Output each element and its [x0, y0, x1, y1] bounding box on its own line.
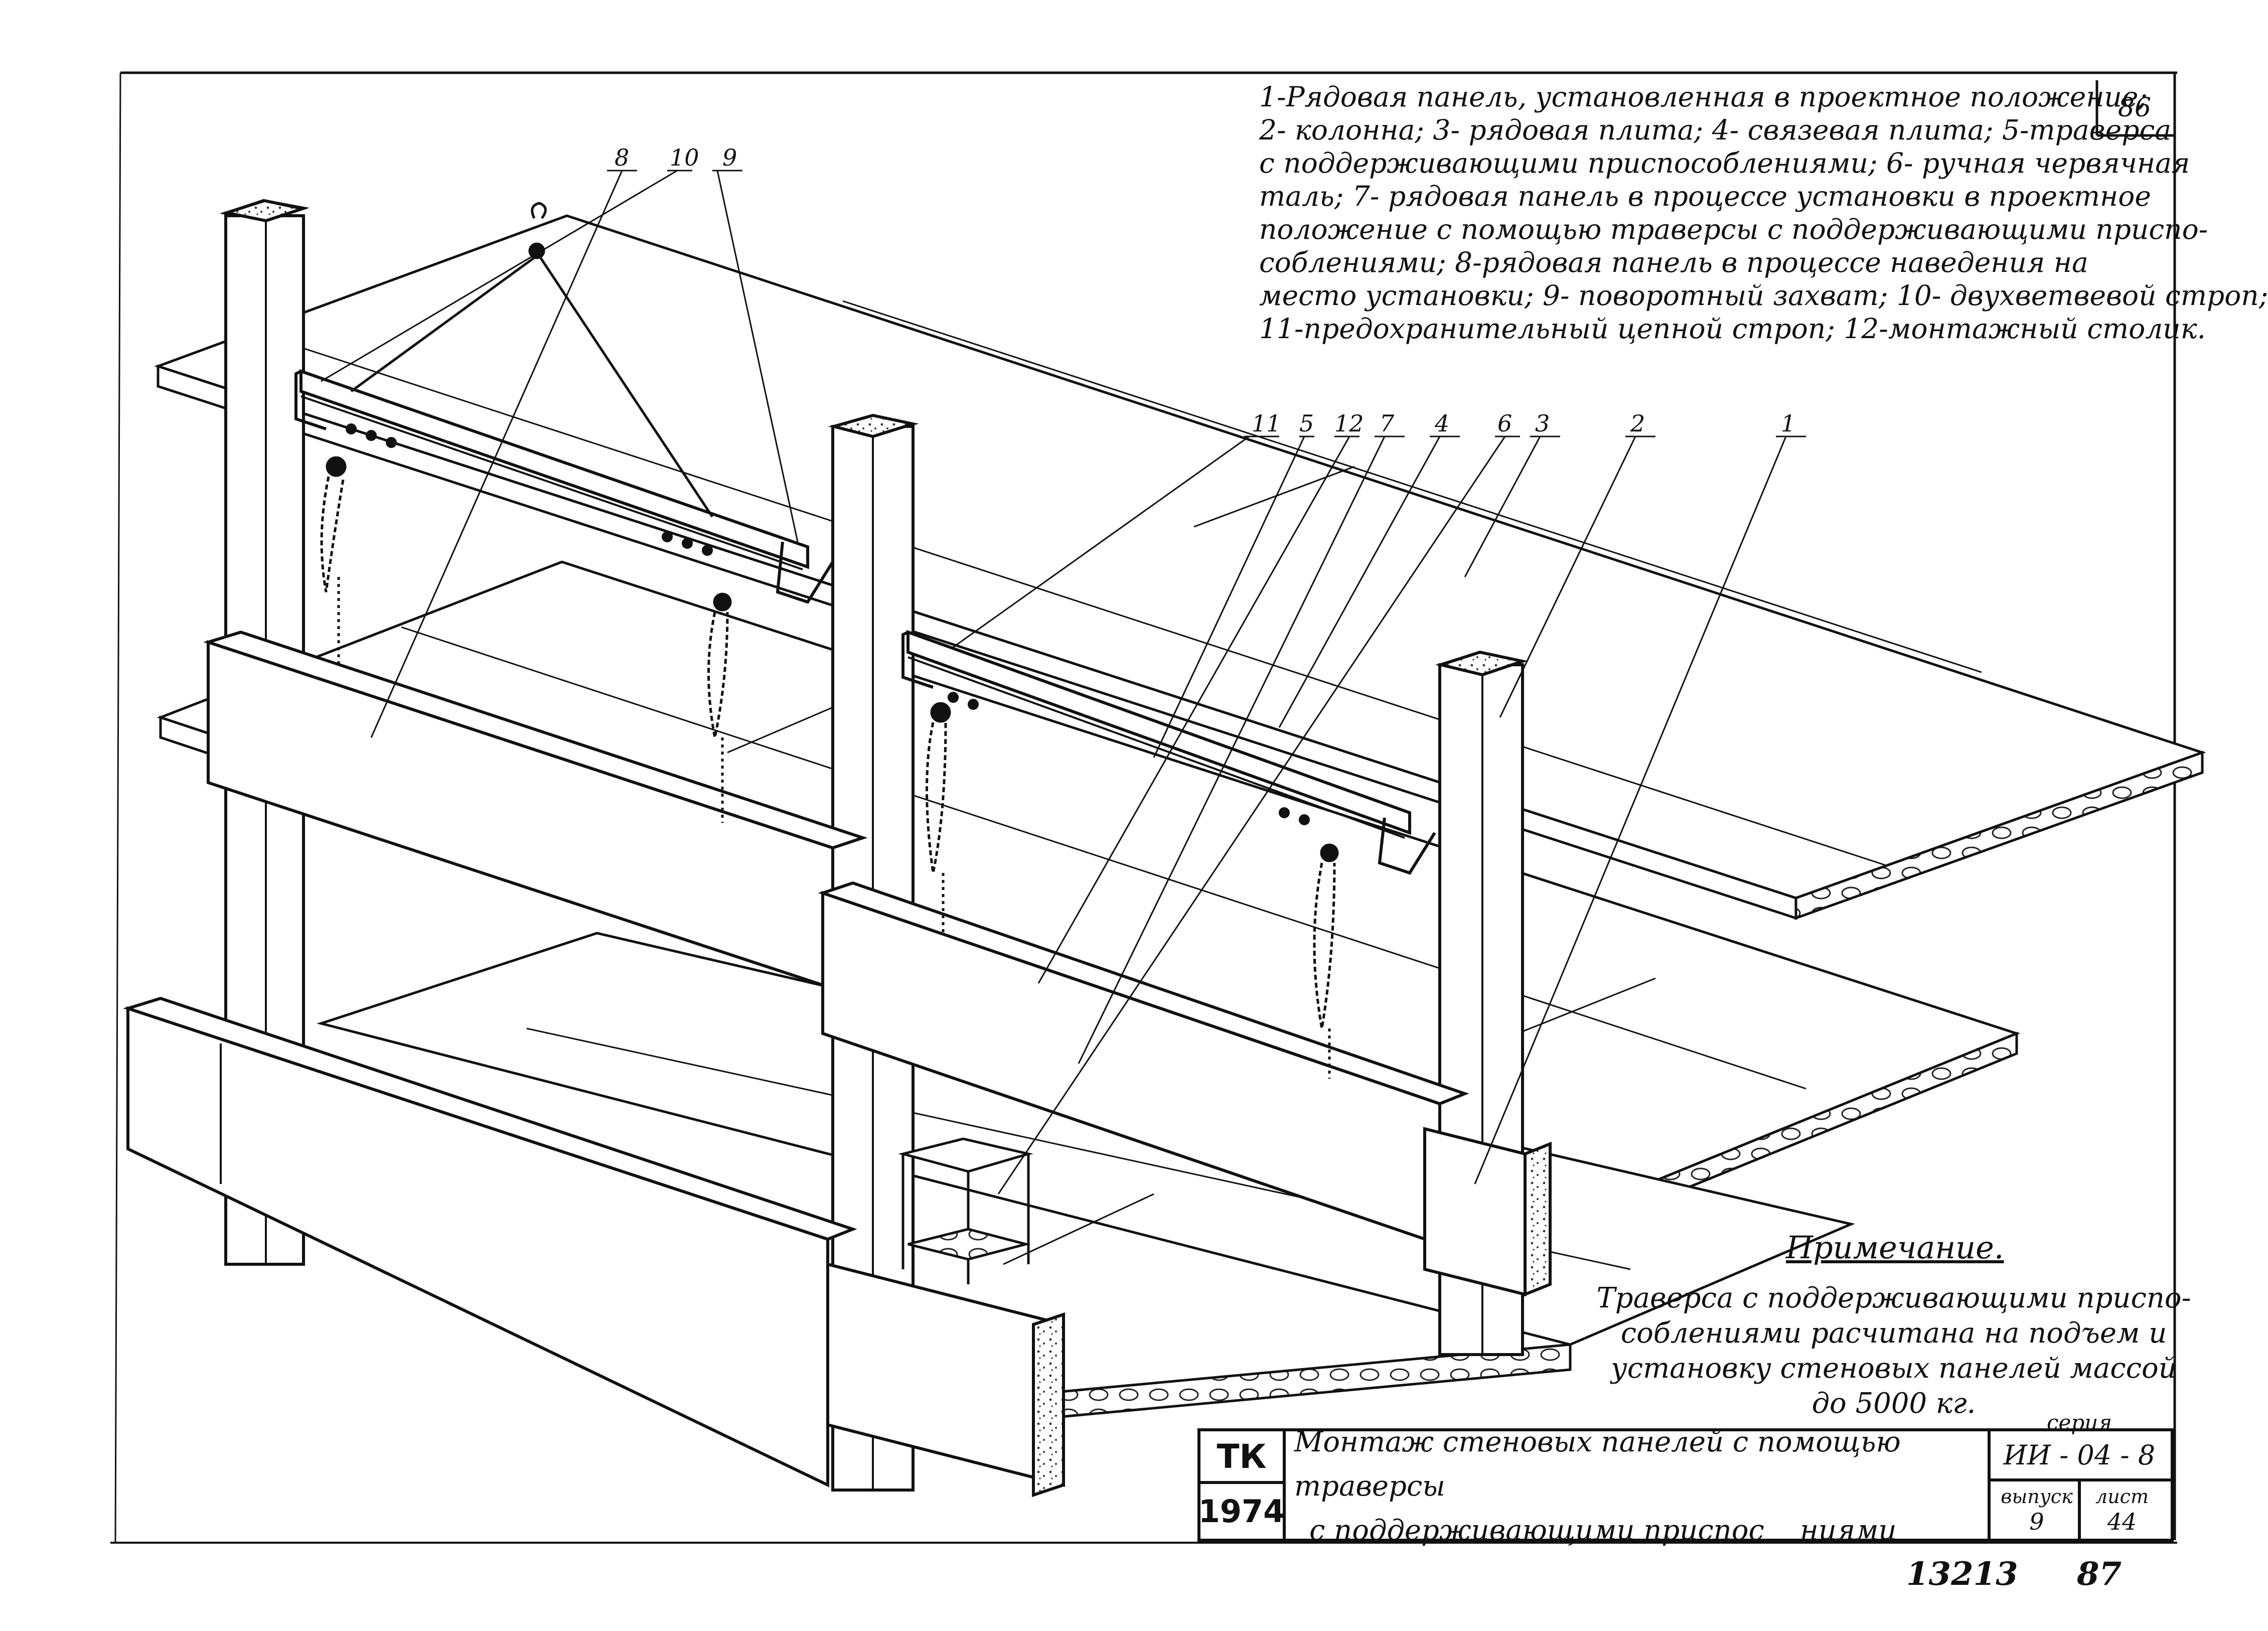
sheet-badge-frame	[2095, 80, 2175, 137]
title-line-2: с поддерживающими приспос ниями	[1309, 1514, 1897, 1547]
callout-leaders	[321, 170, 1806, 1195]
issue-label: выпуск	[2001, 1486, 2073, 1508]
callout-8: 8	[615, 144, 629, 171]
inventory-number: 13213	[1906, 1555, 2018, 1593]
list-value: 44	[2107, 1508, 2137, 1535]
note-line: соблениями расчитана на подъем и	[1620, 1317, 2167, 1350]
callout-numbers: 8 10 9 11 5 12 7 4 6 3 2 1	[615, 144, 1795, 437]
chain-hoist-4	[1313, 843, 1339, 1079]
callout-2: 2	[1630, 410, 1645, 437]
title-block-frame	[1197, 1428, 2174, 1542]
callout-4: 4	[1434, 410, 1449, 437]
callout-7: 7	[1380, 410, 1395, 437]
note-block: Примечание. Траверса с поддерживающими п…	[1585, 1229, 2202, 1421]
legend-line: место установки; 9- поворотный захват; 1…	[1259, 279, 2268, 312]
callout-5: 5	[1299, 410, 1314, 437]
two-leg-sling	[350, 202, 714, 518]
wall-panel-lower-front	[826, 1262, 1065, 1498]
title-line-1: Монтаж стеновых панелей с помощью травер…	[1294, 1426, 1901, 1503]
legend: 1-Рядовая панель, установленная в проект…	[1259, 80, 2268, 345]
chain-hoist-3	[926, 702, 951, 933]
title-block-title: Монтаж стеновых панелей с помощью травер…	[1289, 1426, 1987, 1547]
chain-hoist-2	[707, 592, 732, 823]
callout-1: 1	[1781, 410, 1795, 437]
legend-line: 11-предохранительный цепной строп; 12-мо…	[1259, 313, 2206, 345]
legend-line: с поддерживающими приспособлениями; 6- р…	[1259, 147, 2190, 179]
legend-line: таль; 7- рядовая панель в процессе устан…	[1259, 180, 2151, 212]
note-line: установку стеновых панелей массой	[1611, 1352, 2177, 1385]
chain-hoist-1	[320, 456, 347, 667]
legend-line: 1-Рядовая панель, установленная в проект…	[1259, 81, 2148, 113]
traverse-lower	[901, 630, 1436, 875]
issue-value: 9	[2029, 1508, 2044, 1535]
sheet-frame	[110, 71, 2177, 1544]
note-title: Примечание.	[1786, 1229, 2004, 1266]
wall-panel-lower-left	[123, 996, 857, 1488]
note-line: Траверса с поддерживающими приспо-	[1596, 1282, 2191, 1314]
title-block-tk: ТК	[1217, 1437, 1267, 1476]
page-number: 87	[2077, 1555, 2122, 1593]
wall-panel-lower-right	[1423, 1127, 1552, 1297]
series-value: ИИ - 04 - 8	[2003, 1439, 2156, 1471]
list-label: лист	[2095, 1486, 2149, 1508]
callout-6: 6	[1497, 410, 1512, 437]
callout-10: 10	[670, 144, 699, 171]
traverse-upper	[294, 369, 834, 604]
legend-line: 2- колонна; 3- рядовая плита; 4- связева…	[1259, 114, 2172, 146]
callout-3: 3	[1535, 410, 1550, 437]
note-line: до 5000 кг.	[1811, 1387, 1976, 1420]
mounting-table	[898, 1137, 1033, 1284]
callout-12: 12	[1334, 410, 1364, 437]
legend-line: соблениями; 8-рядовая панель в процессе …	[1259, 246, 2088, 278]
title-block-year: 1974	[1198, 1493, 1285, 1530]
series-label: серия	[2046, 1410, 2112, 1435]
callout-9: 9	[722, 144, 737, 171]
sheet-number-badge: 86	[2118, 93, 2152, 123]
legend-line: положение с помощью траверсы с поддержив…	[1259, 213, 2208, 245]
callout-11: 11	[1252, 410, 1281, 437]
upper-floor-slab	[154, 214, 2206, 920]
